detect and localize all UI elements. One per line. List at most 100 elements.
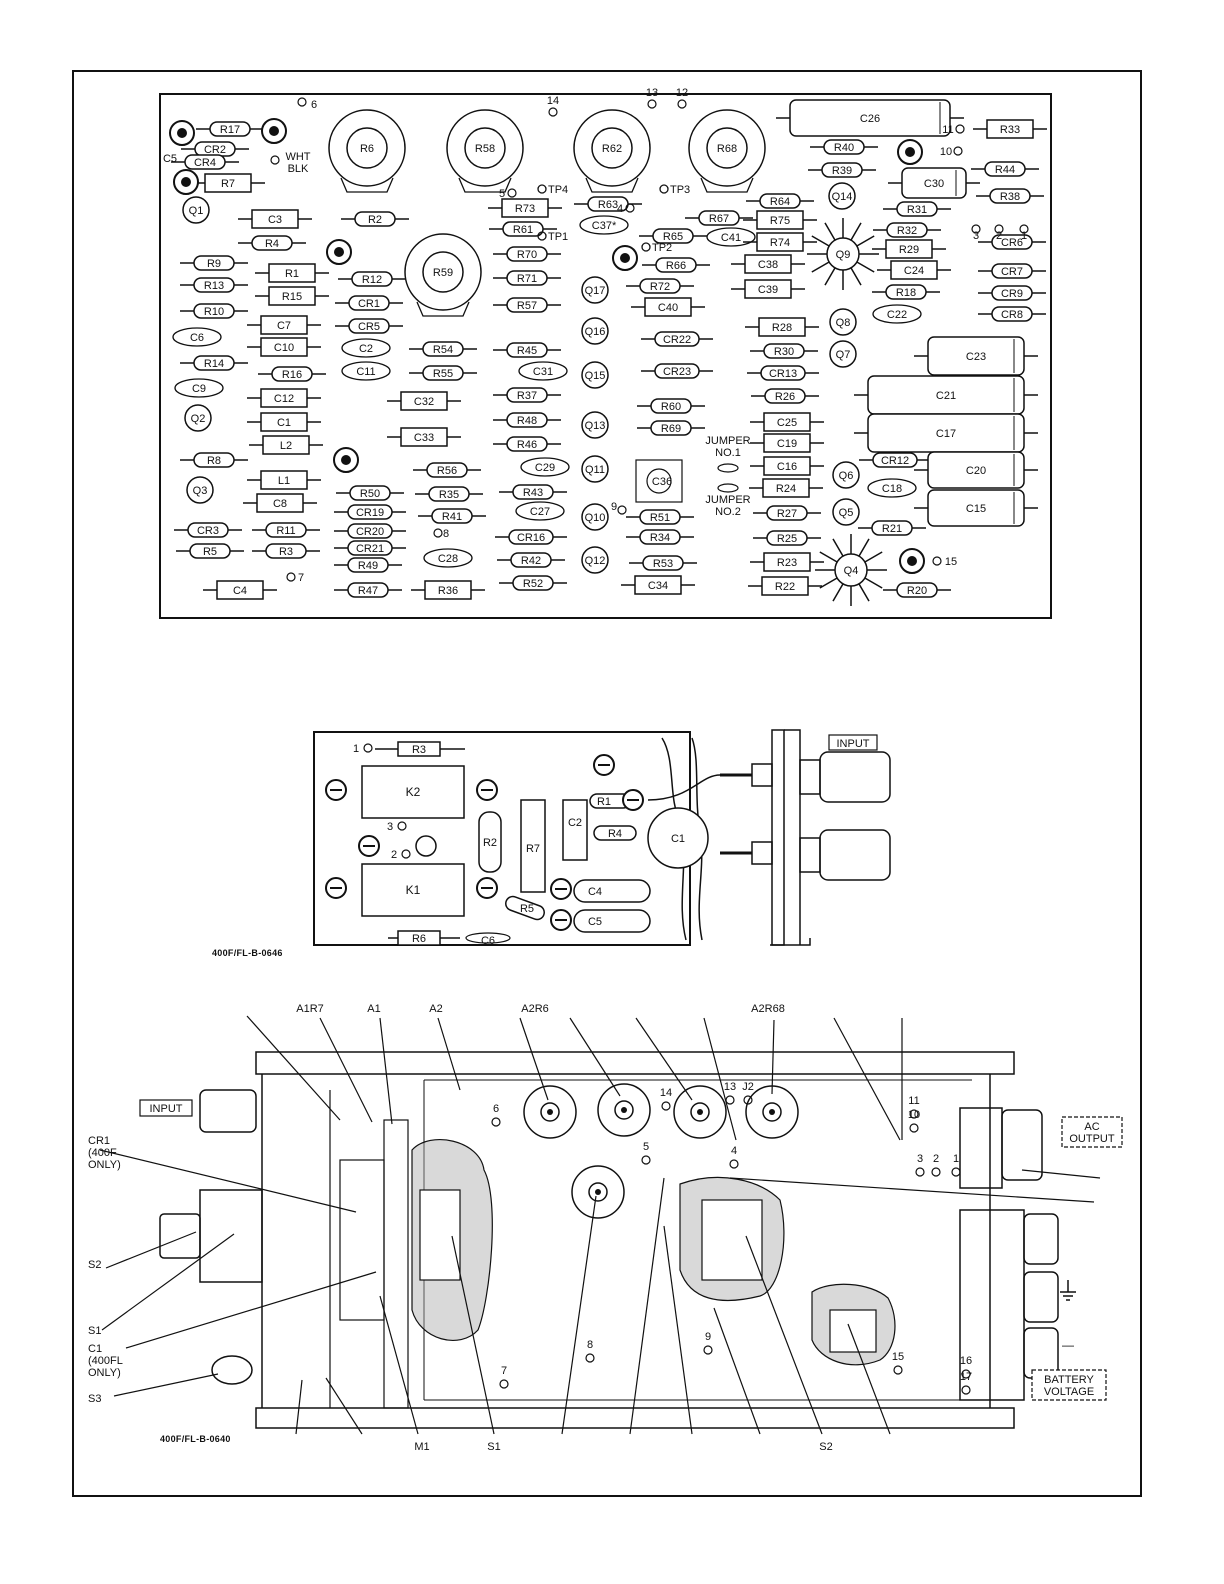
component-r9: R9 — [180, 255, 248, 271]
component-c16-label: C16 — [777, 461, 797, 473]
electrolytic-c20-label: C20 — [966, 465, 986, 477]
component-r42-label: R42 — [521, 555, 541, 567]
input-label: INPUT — [837, 738, 870, 750]
component-r40-label: R40 — [834, 142, 854, 154]
component-r64-label: R64 — [770, 196, 790, 208]
component-r55: R55 — [409, 365, 477, 381]
component-r43: R43 — [499, 484, 567, 500]
terminal-icon — [915, 1167, 925, 1177]
component-c32-label: C32 — [414, 396, 434, 408]
component-cr21-label: CR21 — [356, 543, 384, 555]
component-cr6-label: CR6 — [1001, 237, 1023, 249]
chassis-input-label: INPUT — [150, 1103, 183, 1115]
res-a1-r7 — [520, 799, 546, 893]
component-r12: R12 — [338, 271, 406, 287]
component-r71: R71 — [493, 270, 561, 286]
cap-a1-c6 — [465, 932, 511, 944]
terminal-icon — [647, 99, 657, 109]
component-r23-label: R23 — [777, 557, 797, 569]
component-r50: R50 — [336, 485, 404, 501]
component-r35-label: R35 — [439, 489, 459, 501]
component-r36: R36 — [411, 580, 485, 600]
callout-top-a1: A1 — [367, 1003, 380, 1015]
solder-lug-icon — [550, 909, 572, 931]
component-q11-label: Q11 — [585, 464, 605, 476]
callout-left-1: S2 — [88, 1259, 101, 1271]
component-cr1-label: CR1 — [358, 298, 380, 310]
component-c19: C19 — [750, 433, 824, 453]
component-c7-label: C7 — [277, 320, 291, 332]
a2-terminal-2: 2 — [996, 230, 1002, 242]
component-cr1: CR1 — [335, 295, 403, 311]
component-r11: R11 — [252, 522, 320, 538]
chassis-terminal-8: 8 — [587, 1339, 593, 1351]
component-r24: R24 — [749, 478, 823, 498]
component-q14: Q14 — [828, 182, 856, 210]
electrolytic-c17-label: C17 — [936, 428, 956, 440]
component-cr3-label: CR3 — [197, 525, 219, 537]
component-r66: R66 — [642, 257, 710, 273]
component-q8: Q8 — [829, 308, 857, 336]
test-point-tp2: TP2 — [652, 242, 672, 254]
res-a1-r1-label: R1 — [597, 796, 611, 808]
cap-a1-c2 — [562, 799, 588, 861]
component-cr3: CR3 — [174, 522, 242, 538]
test-point-tp3: TP3 — [670, 184, 690, 196]
component-cr8: CR8 — [978, 306, 1046, 322]
solder-lug-icon — [476, 877, 498, 899]
terminal-icon — [507, 188, 517, 198]
res-a1-r5 — [505, 895, 545, 921]
component-r74: R74 — [743, 232, 817, 252]
pot-r68: R68 — [688, 109, 766, 193]
component-c11-label: C11 — [356, 366, 375, 378]
solder-lug-icon — [476, 779, 498, 801]
callout-bottom-s1: S1 — [487, 1441, 500, 1453]
chassis-terminal-7: 7 — [501, 1365, 507, 1377]
component-r38: R38 — [976, 188, 1044, 204]
terminal-icon — [893, 1365, 903, 1375]
component-r32-label: R32 — [897, 225, 917, 237]
electrolytic-c21: C21 — [854, 375, 1038, 415]
terminal-icon — [401, 849, 411, 859]
component-l2: L2 — [249, 435, 323, 455]
component-r69-label: R69 — [661, 423, 681, 435]
trimmer-c36-label: C36 — [652, 476, 672, 488]
terminal-icon — [491, 1117, 501, 1127]
chassis-top-rail — [255, 1051, 1015, 1075]
component-c10-label: C10 — [274, 342, 294, 354]
component-c33: C33 — [387, 427, 461, 447]
component-r50-label: R50 — [360, 488, 380, 500]
electrolytic-c20: C20 — [914, 451, 1038, 489]
component-r56: R56 — [413, 462, 481, 478]
component-c6: C6 — [172, 327, 222, 347]
component-r64: R64 — [746, 193, 814, 209]
terminal-icon — [931, 1167, 941, 1177]
component-cr12-label: CR12 — [881, 455, 909, 467]
component-r22-label: R22 — [775, 581, 795, 593]
mount-screw-icon — [358, 835, 380, 857]
component-r7: R7 — [191, 173, 265, 193]
a2-terminal-5: 5 — [499, 188, 505, 200]
component-c29: C29 — [520, 457, 570, 477]
component-r17: R17 — [196, 121, 264, 137]
component-r27: R27 — [753, 505, 821, 521]
solder-lug-icon — [622, 789, 644, 811]
component-r23: R23 — [750, 552, 824, 572]
component-r43-label: R43 — [523, 487, 543, 499]
component-cr22-label: CR22 — [663, 334, 691, 346]
component-r34-label: R34 — [650, 532, 670, 544]
component-cr6: CR6 — [978, 234, 1046, 250]
component-c11: C11 — [341, 361, 391, 381]
component-r18: R18 — [872, 284, 940, 300]
callout-top-a2r68: A2R68 — [751, 1003, 785, 1015]
chassis-terminal-11: 11 — [908, 1095, 919, 1107]
component-r37-label: R37 — [517, 390, 537, 402]
component-c40: C40 — [631, 297, 705, 317]
a2-terminal-11: 11 — [942, 124, 953, 136]
component-c25: C25 — [750, 412, 824, 432]
pot-r62: R62 — [573, 109, 651, 193]
